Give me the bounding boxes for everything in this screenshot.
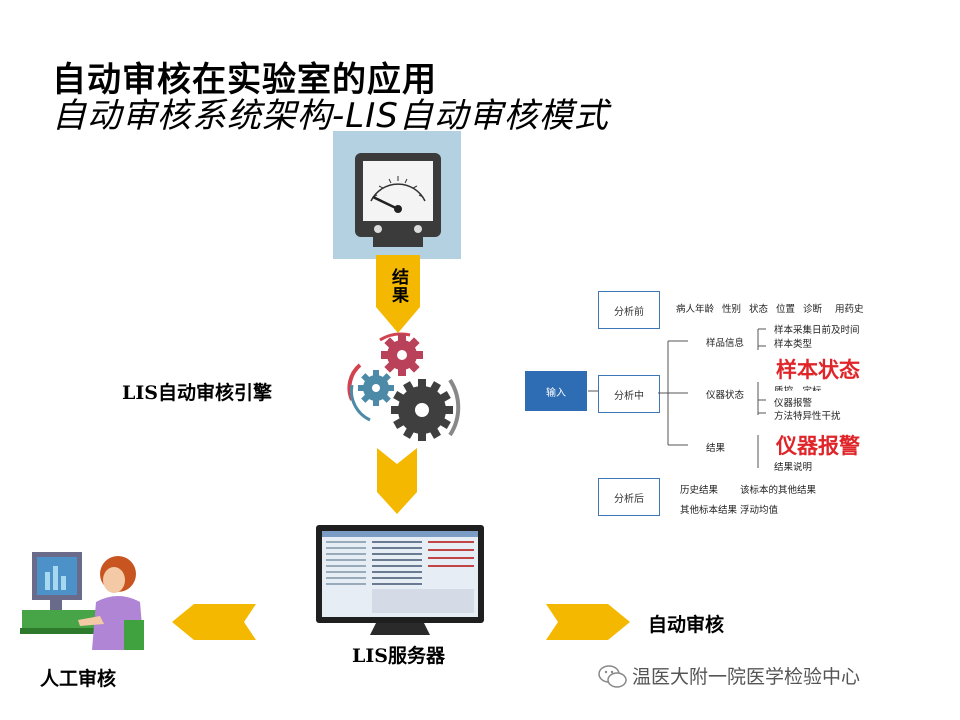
result-detail-note: 结果说明 <box>774 462 813 471</box>
sample-detail-type: 样本类型 <box>774 339 813 350</box>
post-item-other-results: 该标本的其他结果 <box>740 485 817 496</box>
mid-group-result: 结果 <box>706 443 726 454</box>
pre-item-diagnosis: 诊断 <box>803 304 823 315</box>
result-arrow <box>376 255 420 333</box>
stage-mid-box: 分析中 <box>598 375 660 413</box>
down-arrow <box>377 448 417 514</box>
stage-post-box: 分析后 <box>598 478 660 516</box>
pre-item-gender: 性别 <box>722 304 742 315</box>
pre-item-location: 位置 <box>776 304 796 315</box>
reviewer-person-icon <box>20 552 144 650</box>
lis-server-monitor <box>316 525 484 635</box>
engine-label: LIS自动审核引擎 <box>122 382 272 404</box>
post-item-history: 历史结果 <box>680 485 719 496</box>
server-label: LIS服务器 <box>352 645 445 667</box>
mid-group-instrument: 仪器状态 <box>706 390 745 401</box>
instrument-detail-qc: 质控、定标 <box>774 383 822 391</box>
input-box: 输入 <box>525 371 587 411</box>
pre-item-medication: 用药史 <box>835 304 864 315</box>
stage-pre-box: 分析前 <box>598 291 660 329</box>
instrument-detail-alarm: 仪器报警 <box>774 398 813 409</box>
watermark-text: 温医大附一院医学检验中心 <box>632 666 861 688</box>
page-subtitle: 自动审核系统架构-LIS自动审核模式 <box>52 96 609 136</box>
page-title: 自动审核在实验室的应用 <box>52 60 437 100</box>
highlight-instrument-alarm: 仪器报警 <box>776 434 860 458</box>
manual-review-label: 人工审核 <box>40 668 117 690</box>
instrument-detail-interference: 方法特异性干扰 <box>774 411 841 422</box>
sample-detail-time: 样本采集日前及时间 <box>774 325 860 336</box>
meter-icon <box>355 153 441 247</box>
gears-icon <box>347 332 461 441</box>
post-item-moving-average: 浮动均值 <box>740 505 779 516</box>
auto-review-label: 自动审核 <box>648 614 725 636</box>
wechat-icon <box>598 665 627 688</box>
tree-connectors <box>588 328 766 468</box>
right-arrow <box>546 604 630 640</box>
left-arrow <box>172 604 256 640</box>
mid-group-sample: 样品信息 <box>706 338 745 349</box>
result-label: 结果 <box>388 268 408 304</box>
instrument-meter-panel <box>333 131 461 259</box>
post-item-other-samples: 其他标本结果 <box>680 505 738 516</box>
pre-item-age: 病人年龄 <box>676 304 715 315</box>
highlight-sample-state: 样本状态 <box>776 358 860 382</box>
pre-item-state: 状态 <box>749 304 769 315</box>
